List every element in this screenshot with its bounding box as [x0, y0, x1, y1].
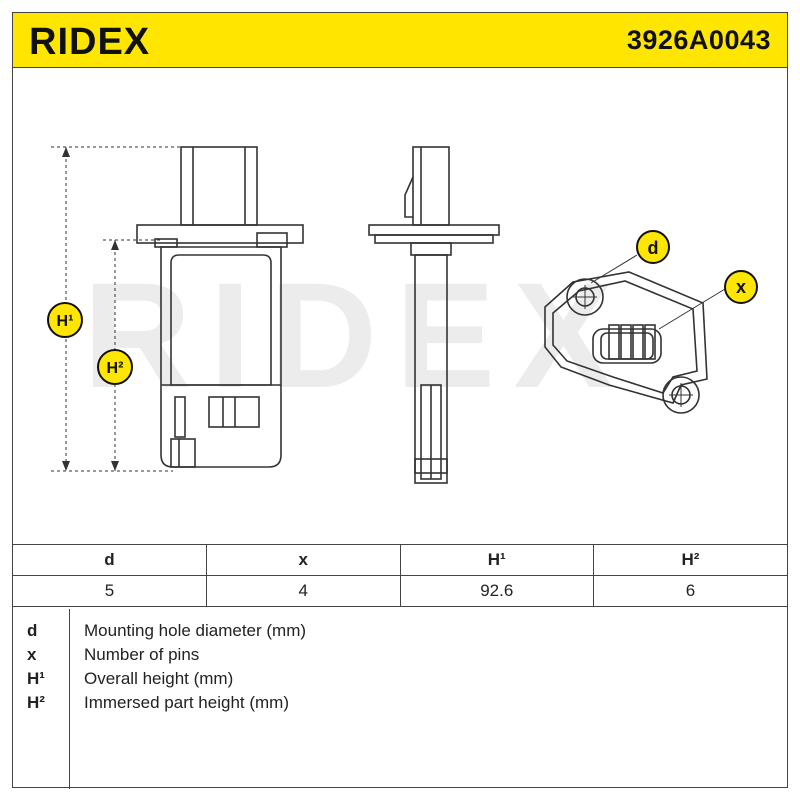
front-view	[51, 146, 304, 472]
dimension-table: d x H¹ H² 5 4 92.6 6	[13, 544, 787, 607]
badge-x	[724, 270, 758, 304]
value-h1: 92.6	[399, 575, 594, 607]
label-badges: d x H¹ H²	[47, 230, 758, 385]
value-h2: 6	[593, 575, 787, 607]
header-x: x	[206, 544, 401, 576]
datasheet: RIDEX 3926A0043 RIDEX	[12, 12, 788, 789]
legend-key: H²	[27, 693, 45, 712]
table-header-row: d x H¹ H²	[13, 544, 787, 576]
header-h2: H²	[593, 544, 787, 576]
side-view	[368, 146, 500, 484]
badge-h1-text: H¹	[57, 313, 74, 330]
technical-drawing: RIDEX	[13, 67, 787, 545]
badge-h1	[47, 302, 83, 338]
part-number: 3926A0043	[626, 25, 771, 55]
badge-h2	[97, 349, 133, 385]
logo-text: RIDEX	[29, 21, 150, 61]
ridex-logo: RIDEX	[29, 21, 150, 61]
legend-divider	[69, 609, 70, 789]
table-value-row: 5 4 92.6 6	[13, 575, 787, 607]
value-d: 5	[13, 575, 207, 607]
legend-item: x Number of pins	[13, 645, 787, 669]
header-d: d	[13, 544, 207, 576]
legend-text: Immersed part height (mm)	[84, 693, 289, 712]
top-view	[544, 254, 726, 414]
legend-key: x	[27, 645, 37, 664]
legend-text: Mounting hole diameter (mm)	[84, 621, 307, 640]
legend-text: Overall height (mm)	[84, 669, 234, 688]
legend-item: H¹ Overall height (mm)	[13, 669, 787, 693]
watermark-text: RIDEX	[83, 251, 631, 419]
legend-key: d	[27, 621, 38, 640]
drawing-canvas: RIDEX	[47, 146, 758, 484]
legend-text: Number of pins	[84, 645, 200, 664]
legend-key: H¹	[27, 669, 45, 688]
badge-d-text: d	[648, 238, 659, 258]
value-x: 4	[206, 575, 401, 607]
legend: d Mounting hole diameter (mm) x Number o…	[13, 609, 787, 789]
badge-x-text: x	[736, 277, 746, 297]
legend-item: H² Immersed part height (mm)	[13, 693, 787, 717]
header-bar: RIDEX 3926A0043	[13, 13, 787, 68]
legend-item: d Mounting hole diameter (mm)	[13, 621, 787, 645]
badge-d	[636, 230, 670, 264]
badge-h2-text: H²	[107, 360, 124, 377]
header-h1: H¹	[399, 544, 594, 576]
